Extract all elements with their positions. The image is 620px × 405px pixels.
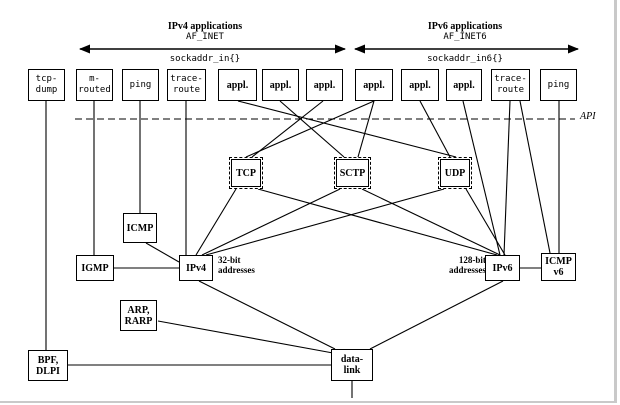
ipv4-address-family: AF_INET <box>186 32 224 42</box>
app-ping-ipv6: ping <box>540 69 577 101</box>
protocol-igmp: IGMP <box>76 255 114 281</box>
protocol-ipv6: IPv6 <box>485 255 520 281</box>
ipv6-address-family: AF_INET6 <box>443 32 487 42</box>
protocol-datalink: data- link <box>331 349 373 381</box>
ipv4-group-title: IPv4 applications <box>167 21 243 32</box>
protocol-icmp: ICMP <box>123 213 157 243</box>
protocol-sctp: SCTP <box>334 157 371 189</box>
api-label: API <box>580 111 596 122</box>
app-appl-3: appl. <box>306 69 343 101</box>
app-appl-4: appl. <box>355 69 393 101</box>
protocol-bpf-dlpi: BPF, DLPI <box>28 350 68 381</box>
ipv6-address-size-label: 128-bit addresses <box>449 255 486 275</box>
protocol-ipv4: IPv4 <box>179 255 213 281</box>
app-appl-1: appl. <box>218 69 257 101</box>
ipv6-sockaddr-struct: sockaddr_in6{} <box>427 54 503 64</box>
app-ping-ipv4: ping <box>122 69 159 101</box>
ipv4-sockaddr-struct: sockaddr_in{} <box>169 54 241 64</box>
app-traceroute-ipv6: trace- route <box>491 69 530 101</box>
app-traceroute-ipv4: trace- route <box>167 69 206 101</box>
app-tcpdump: tcp- dump <box>28 69 65 101</box>
protocol-udp: UDP <box>438 157 472 189</box>
protocol-tcp: TCP <box>229 157 263 189</box>
ipv6-group-header: IPv6 applications AF_INET6 sockaddr_in6{… <box>405 10 525 76</box>
app-mrouted: m- routed <box>76 69 113 101</box>
ipv6-group-title: IPv6 applications <box>427 21 503 32</box>
app-appl-2: appl. <box>262 69 299 101</box>
ipv4-address-size-label: 32-bit addresses <box>218 255 255 275</box>
app-appl-6: appl. <box>446 69 482 101</box>
ipv4-group-header: IPv4 applications AF_INET sockaddr_in{} <box>150 10 260 76</box>
app-appl-5: appl. <box>401 69 439 101</box>
protocol-arp-rarp: ARP, RARP <box>120 300 157 331</box>
protocol-icmpv6: ICMP v6 <box>541 253 576 281</box>
